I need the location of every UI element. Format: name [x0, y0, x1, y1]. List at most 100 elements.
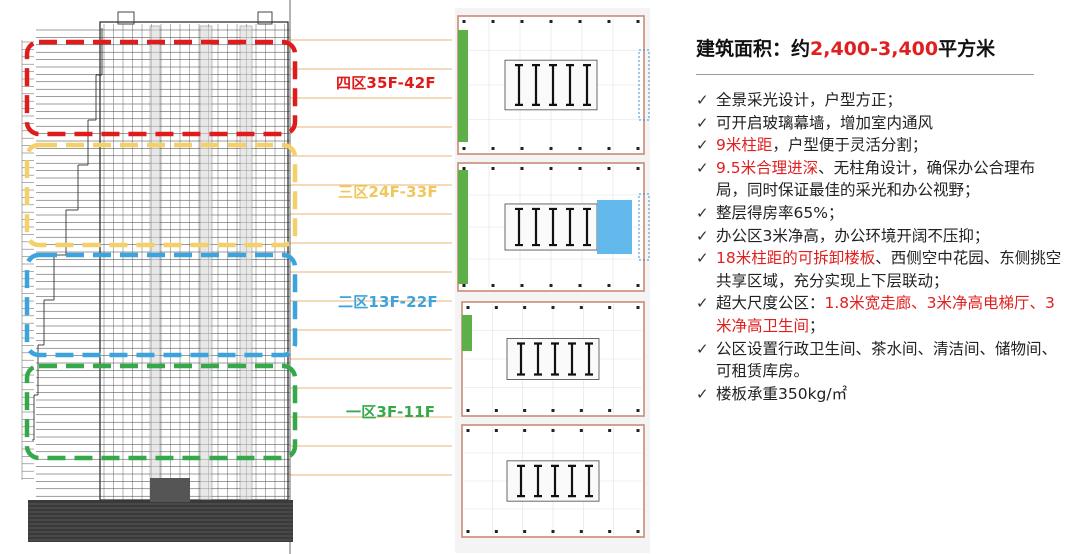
- column-dot: [579, 429, 583, 432]
- column-dot: [579, 530, 583, 533]
- column-dot: [462, 167, 466, 170]
- column-dot: [520, 284, 524, 287]
- column-dot: [636, 147, 640, 150]
- title-divider: [696, 74, 1034, 75]
- column-dot: [636, 167, 640, 170]
- column-dot: [636, 409, 640, 412]
- atrium-indicator: [638, 49, 650, 121]
- garden-strip: [458, 170, 468, 284]
- core-wall: [568, 342, 576, 376]
- column-dot: [578, 284, 582, 287]
- title-area-value: 2,400-3,400: [810, 38, 939, 60]
- core-wall: [517, 464, 525, 498]
- garden-strip: [462, 315, 472, 351]
- check-icon: ✓: [696, 226, 709, 245]
- column-dot: [520, 167, 524, 170]
- column-dot: [491, 147, 495, 150]
- column-dot: [494, 530, 498, 533]
- core-wall: [585, 342, 593, 376]
- column-dot: [494, 429, 498, 432]
- title-suffix: 平方米: [938, 38, 996, 60]
- feature-text: 超大尺度公区：: [716, 294, 825, 313]
- column-dot: [466, 429, 470, 432]
- podium-base: [28, 500, 293, 542]
- column-dot: [608, 429, 612, 432]
- feature-list: ✓全景采光设计，户型方正；✓可开启玻璃幕墙，增加室内通风✓9米柱距，户型便于灵活…: [690, 89, 1070, 405]
- check-icon: ✓: [696, 249, 709, 268]
- column-dot: [551, 530, 555, 533]
- feature-item: ✓ 9.5米合理进深、无柱角设计，确保办公合理布局，同时保证最佳的采光和办公视野；: [690, 157, 1064, 202]
- zone-box-2: [24, 252, 298, 358]
- column-dot: [551, 409, 555, 412]
- zone-label-2: 二区13F-22F: [338, 293, 438, 311]
- column-dot: [636, 306, 640, 309]
- column-dot: [636, 284, 640, 287]
- zone-label-3: 三区24F-33F: [338, 183, 438, 201]
- zone-label-4: 四区35F-42F: [336, 74, 436, 92]
- column-dot: [491, 167, 495, 170]
- feature-item: ✓全景采光设计，户型方正；: [690, 89, 1064, 112]
- column-dot: [462, 147, 466, 150]
- column-dot: [523, 306, 527, 309]
- check-icon: ✓: [696, 136, 709, 155]
- feature-text: 、无柱角设计，确保办公合理布局，同时保证最佳的采光和办公视野；: [716, 158, 1036, 200]
- garden-strip: [458, 30, 468, 142]
- core-wall: [534, 464, 542, 498]
- core-wall: [532, 64, 540, 106]
- core-wall: [517, 342, 525, 376]
- zone-box-3: [24, 142, 298, 248]
- column-dot: [549, 284, 553, 287]
- tower-elevation-drawing: [21, 0, 452, 554]
- floor-plan-1: [461, 424, 645, 538]
- feature-text: 可开启玻璃幕墙，增加室内通风: [716, 113, 934, 132]
- feature-text: 9.5米合理进深: [716, 158, 819, 177]
- core-wall: [583, 207, 591, 247]
- column-dot: [520, 20, 524, 23]
- entrance-block: [150, 478, 190, 502]
- column-dot: [466, 530, 470, 533]
- feature-text: 楼板承重350kg/㎡: [716, 384, 848, 403]
- column-dot: [551, 306, 555, 309]
- feature-item: ✓9米柱距，户型便于灵活分割；: [690, 134, 1064, 157]
- column-dot: [549, 167, 553, 170]
- feature-text: 公区设置行政卫生间、茶水间、清洁间、储物间、可租赁库房。: [716, 339, 1058, 381]
- core-shaft: [149, 25, 161, 501]
- zone-box-4: [24, 39, 298, 137]
- check-icon: ✓: [696, 91, 709, 109]
- core-wall: [549, 64, 557, 106]
- column-dot: [494, 306, 498, 309]
- check-icon: ✓: [696, 113, 709, 132]
- floor-plan-4: [457, 15, 645, 155]
- feature-item: ✓18米柱距的可拆卸楼板、西侧空中花园、东侧挑空共享区域，充分实现上下层联动；: [690, 247, 1064, 292]
- column-dot: [578, 20, 582, 23]
- column-dot: [466, 306, 470, 309]
- column-dot: [578, 167, 582, 170]
- core-area: [504, 59, 598, 111]
- feature-item: ✓超大尺度公区：1.8米宽走廊、3米净高电梯厅、3米净高卫生间；: [690, 292, 1064, 337]
- floor-plan-2: [461, 301, 645, 417]
- panel-title: 建筑面积：约2,400-3,400平方米: [696, 34, 1070, 61]
- atrium-indicator: [638, 193, 650, 261]
- feature-item: ✓办公区3米净高，办公环境开阔不压抑；: [690, 225, 1064, 248]
- check-icon: ✓: [696, 158, 709, 177]
- column-dot: [491, 284, 495, 287]
- core-wall: [534, 342, 542, 376]
- column-dot: [523, 530, 527, 533]
- core-area: [504, 203, 598, 251]
- zone-box-1: [24, 363, 298, 461]
- column-dot: [608, 530, 612, 533]
- core-wall: [566, 64, 574, 106]
- column-dot: [579, 409, 583, 412]
- core-wall: [515, 64, 523, 106]
- column-dot: [491, 20, 495, 23]
- column-dot: [520, 147, 524, 150]
- feature-text: ，户型便于灵活分割；: [772, 136, 928, 155]
- column-dot: [462, 284, 466, 287]
- core-area: [506, 460, 600, 502]
- roof-element: [257, 11, 273, 25]
- zone-label-1: 一区3F-11F: [346, 403, 436, 421]
- column-dot: [607, 147, 611, 150]
- column-dot: [608, 306, 612, 309]
- column-dot: [551, 429, 555, 432]
- atrium-void: [597, 199, 632, 255]
